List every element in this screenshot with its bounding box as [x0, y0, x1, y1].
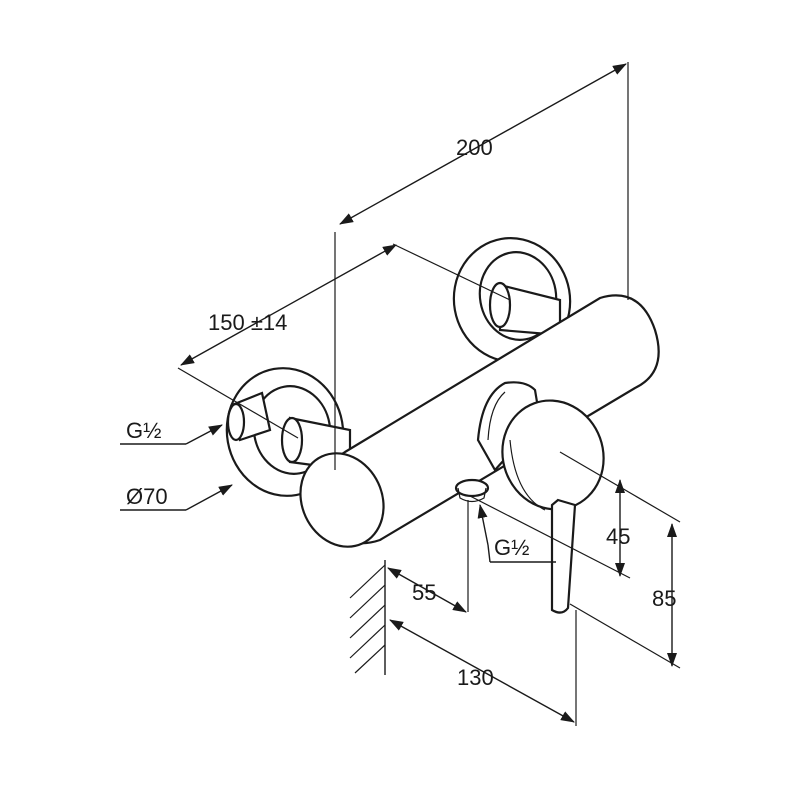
faucet-body	[225, 237, 660, 614]
callout-inlet-thread: G½	[120, 418, 223, 445]
label-d70: Ø70	[126, 484, 168, 509]
dim-knob-offset: 45	[469, 479, 630, 579]
dim-outlet-height: 85	[559, 451, 681, 669]
label-150: 150 ±14	[208, 310, 287, 335]
callout-outlet-thread: G½	[477, 504, 556, 563]
dim-lever-wall-distance: 130	[389, 610, 577, 726]
label-85: 85	[652, 586, 676, 611]
dim-center-distance: 150 ±14	[177, 243, 511, 439]
label-200: 200	[456, 135, 493, 160]
dim-outlet-wall-distance: 55	[387, 500, 469, 613]
label-g-half-inlet: G½	[126, 418, 161, 443]
label-55: 55	[412, 580, 436, 605]
callout-rosette-diameter: Ø70	[120, 484, 233, 511]
label-g-half-outlet: G½	[494, 535, 529, 560]
label-45: 45	[606, 524, 630, 549]
wall-hatch	[349, 560, 386, 675]
label-130: 130	[457, 665, 494, 690]
